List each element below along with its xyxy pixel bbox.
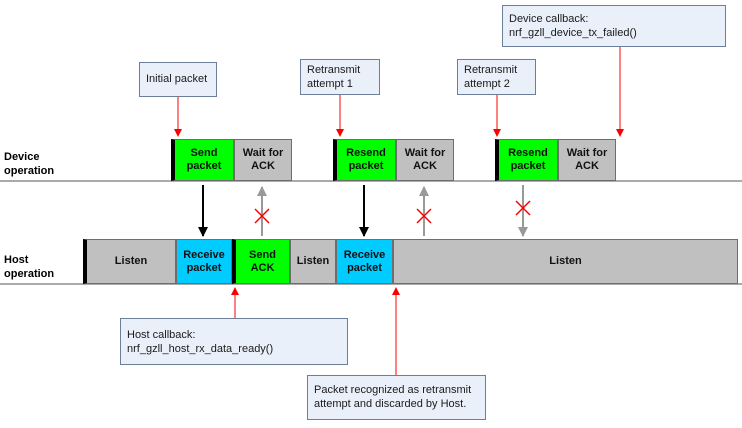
host-operation-label: Host operation [4,254,55,280]
host-listen-block-3: Listen [393,239,738,284]
resend-packet-block-2: Resend packet [495,139,558,181]
receive-packet-block-2: Receive packet [336,239,393,284]
host-listen-block-1: Listen [83,239,176,284]
resend-packet-block-1: Resend packet [333,139,396,181]
host-callback-note: Host callback: nrf_gzll_host_rx_data_rea… [120,318,348,365]
retransmit-attempt-2-note: Retransmit attempt 2 [457,59,536,95]
device-operation-label: Device operation [4,151,55,177]
failed-mark-2 [416,208,432,224]
wait-ack-block-2: Wait for ACK [396,139,454,181]
initial-packet-note: Initial packet [139,62,217,97]
wait-ack-block-3: Wait for ACK [558,139,616,181]
failed-mark-1 [254,208,270,224]
retransmit-attempt-1-note: Retransmit attempt 1 [300,59,380,95]
failed-mark-3 [515,200,531,216]
device-callback-note: Device callback: nrf_gzll_device_tx_fail… [502,5,726,47]
send-packet-block: Send packet [171,139,234,181]
host-listen-block-2: Listen [290,239,336,284]
discarded-packet-note: Packet recognized as retransmit attempt … [307,375,486,420]
receive-packet-block-1: Receive packet [176,239,232,284]
send-ack-block: Send ACK [232,239,290,284]
wait-ack-block-1: Wait for ACK [234,139,292,181]
